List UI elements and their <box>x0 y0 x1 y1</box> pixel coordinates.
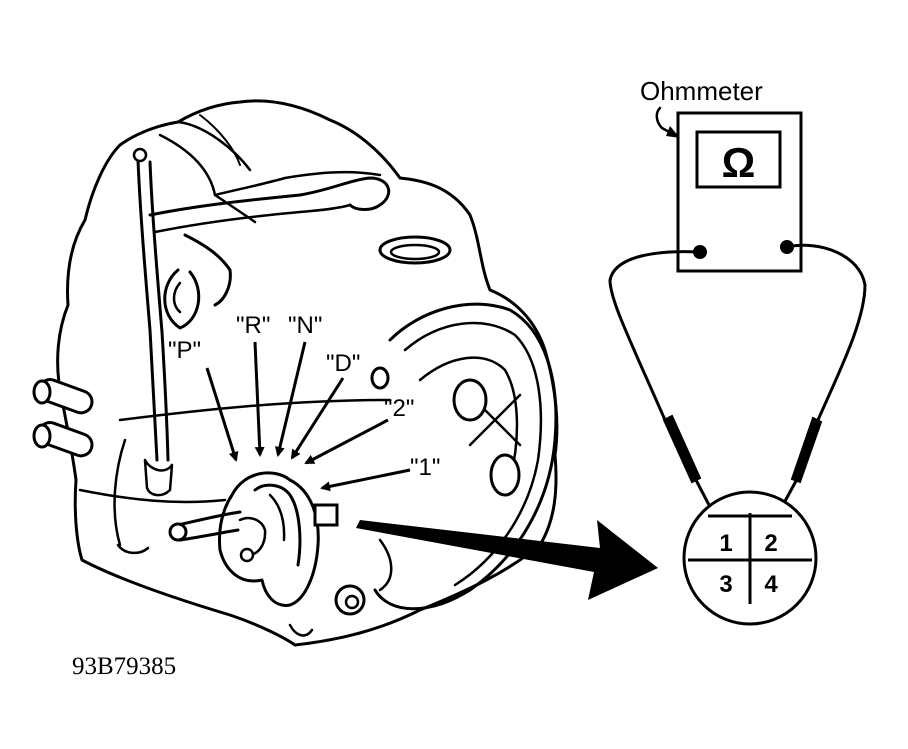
pin-2: 2 <box>764 530 777 557</box>
probe-right <box>790 416 823 484</box>
position-label-2: "2" <box>384 395 414 422</box>
connector: 1 2 3 4 <box>682 490 818 626</box>
range-switch <box>168 471 339 607</box>
ohmmeter: Ohmmeter Ω <box>640 76 803 273</box>
pin-3: 3 <box>719 571 732 598</box>
arrow-1 <box>320 468 411 492</box>
arrow-p <box>205 367 239 462</box>
position-arrows <box>205 341 411 492</box>
position-label-n: "N" <box>288 312 322 339</box>
position-labels: "P" "R" "N" "D" "2" "1" <box>168 312 440 481</box>
pin-4: 4 <box>764 571 778 598</box>
figure-code: 93B79385 <box>72 653 176 680</box>
probe-left <box>662 414 702 484</box>
arrow-r <box>253 341 265 457</box>
ohmmeter-label: Ohmmeter <box>640 76 763 106</box>
big-arrow <box>356 520 658 600</box>
arrow-2 <box>304 418 389 465</box>
arrow-d <box>290 377 345 460</box>
position-label-d: "D" <box>326 350 360 377</box>
test-leads <box>608 243 867 531</box>
cooler-pipes <box>32 378 94 458</box>
arrow-n <box>274 341 307 457</box>
transmission-illustration <box>32 99 559 647</box>
pin-1: 1 <box>719 530 732 557</box>
position-label-r: "R" <box>236 312 270 339</box>
position-label-p: "P" <box>168 337 201 364</box>
position-label-1: "1" <box>410 454 440 481</box>
ohmmeter-display <box>695 130 782 189</box>
bell-housing <box>373 302 558 611</box>
ohm-symbol: Ω <box>722 139 756 186</box>
dipstick-tube <box>136 158 159 462</box>
